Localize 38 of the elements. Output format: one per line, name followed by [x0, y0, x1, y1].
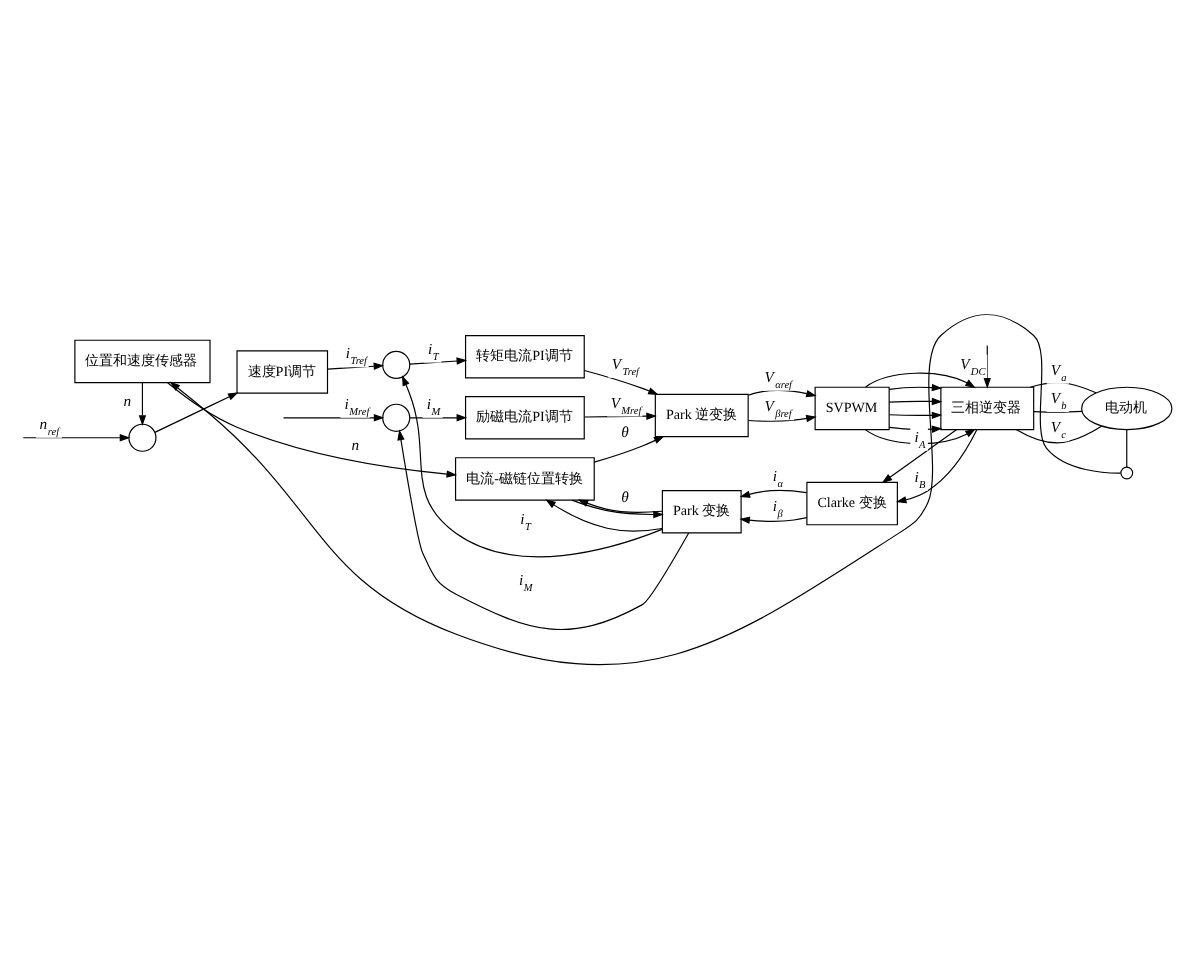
arrow	[593, 435, 665, 463]
arrow	[138, 382, 147, 426]
arrow	[583, 369, 659, 395]
arrow	[895, 429, 978, 504]
arrow	[545, 499, 663, 532]
arrow	[881, 429, 957, 484]
arrow	[401, 375, 663, 558]
arrow	[584, 412, 657, 420]
arrow	[865, 372, 976, 389]
arrow	[888, 425, 943, 433]
arrow	[747, 389, 817, 398]
arrow	[983, 344, 991, 389]
arrow	[282, 414, 385, 422]
arrow	[888, 411, 943, 420]
arrow	[22, 434, 131, 442]
node-circle	[382, 350, 411, 379]
connector	[1015, 425, 1103, 444]
arrow	[409, 357, 468, 365]
node-circle	[128, 423, 157, 452]
connector	[1126, 429, 1128, 468]
arrow	[577, 499, 663, 514]
arrow	[739, 489, 808, 498]
connector	[1029, 381, 1097, 394]
connector	[1033, 410, 1083, 413]
arrow	[409, 414, 468, 422]
node-circle	[1120, 466, 1134, 480]
arrow	[865, 428, 976, 445]
arrow	[747, 414, 817, 423]
arrow	[397, 429, 690, 631]
arrow	[888, 383, 943, 392]
arrow	[167, 382, 458, 478]
arrow	[571, 499, 664, 519]
node-circle	[382, 403, 411, 432]
arrow	[154, 392, 239, 433]
arrow	[169, 314, 1122, 665]
arrow	[888, 397, 943, 406]
arrow	[326, 362, 385, 370]
arrow	[739, 516, 808, 524]
